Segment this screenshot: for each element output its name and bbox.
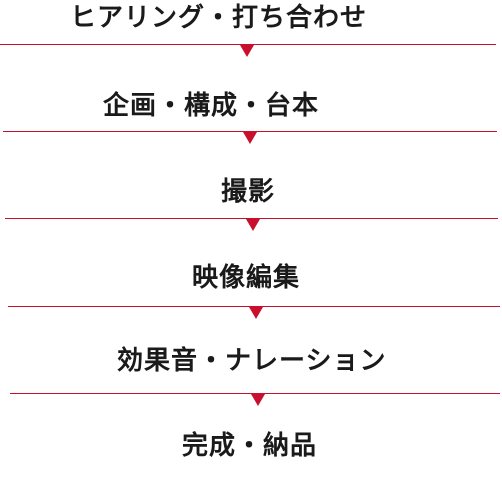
divider-4 xyxy=(8,306,500,307)
step-planning: 企画・構成・台本 xyxy=(103,91,320,121)
down-arrow-icon xyxy=(243,132,257,144)
step-delivery: 完成・納品 xyxy=(182,431,318,461)
down-arrow-icon xyxy=(246,219,260,231)
down-arrow-icon xyxy=(249,307,263,319)
down-arrow-icon xyxy=(251,394,265,406)
divider-3 xyxy=(5,218,498,219)
step-editing: 映像編集 xyxy=(192,263,301,293)
divider-5 xyxy=(10,393,500,394)
step-hearing: ヒアリング・打ち合わせ xyxy=(70,3,368,33)
step-sound-narration: 効果音・ナレーション xyxy=(117,346,387,376)
step-filming: 撮影 xyxy=(221,177,276,207)
down-arrow-icon xyxy=(240,45,254,57)
divider-2 xyxy=(3,131,497,132)
divider-1 xyxy=(0,44,496,45)
